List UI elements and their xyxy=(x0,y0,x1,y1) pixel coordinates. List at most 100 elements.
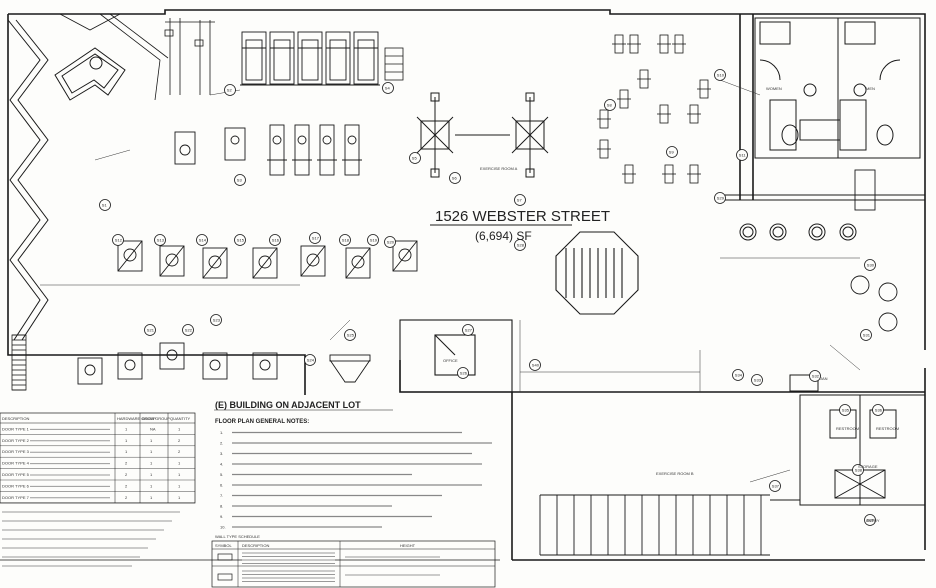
dimension-lines xyxy=(40,257,860,392)
reception-desk xyxy=(54,47,126,101)
tag-bubble xyxy=(860,329,872,341)
note-number: 7. xyxy=(220,493,223,498)
general-notes: FLOOR PLAN GENERAL NOTES: 1.2.3.4.5.6.7.… xyxy=(215,419,492,530)
wall-sched-h1: SYMBOL xyxy=(215,543,232,548)
bench xyxy=(269,124,285,176)
row-door: 1 xyxy=(150,483,153,488)
rack-plate xyxy=(525,168,535,178)
row-hw: 2 xyxy=(125,472,128,477)
tag-bubble xyxy=(732,369,744,381)
janitor-label: JAN xyxy=(820,376,828,381)
cable-machines xyxy=(174,127,246,165)
tag-bubble xyxy=(736,149,748,161)
tag-bubble xyxy=(666,146,678,158)
tag-label: S9 xyxy=(669,150,675,155)
storage-rack xyxy=(329,354,371,383)
machine-seat xyxy=(351,255,365,269)
rack-plate xyxy=(430,168,440,178)
treadmill-belt xyxy=(245,39,263,81)
wall-sched-h3: HEIGHT xyxy=(400,543,416,548)
tag-bubble xyxy=(514,239,526,251)
exercise-room-b xyxy=(789,374,926,506)
wall-schedule-title: WALL TYPE SCHEDULE xyxy=(215,534,260,539)
tag-label: S4 xyxy=(385,86,391,91)
stair-frame xyxy=(11,334,27,391)
tag-bubble xyxy=(367,234,379,246)
note-number: 2. xyxy=(220,441,223,446)
row-hw: 1 xyxy=(125,426,128,431)
round-station xyxy=(839,223,857,241)
machine-seat xyxy=(398,248,412,262)
table-header: DOOR GROUP xyxy=(142,416,170,421)
row-hw: 1 xyxy=(125,438,128,443)
general-notes-heading: FLOOR PLAN GENERAL NOTES: xyxy=(215,419,309,425)
tag-bubble xyxy=(449,172,461,184)
note-number: 3. xyxy=(220,451,223,456)
tag-label: S30 xyxy=(867,263,875,268)
row-desc: DOOR TYPE 7 xyxy=(2,495,30,500)
treadmill-belt xyxy=(329,39,347,81)
small-equipment xyxy=(597,34,711,184)
tag-bubble xyxy=(224,84,236,96)
bench-weight xyxy=(322,135,332,145)
machine-row-lower xyxy=(77,342,278,385)
row-door: 1 xyxy=(150,461,153,466)
tag-bubble xyxy=(864,514,876,526)
treadmill xyxy=(353,31,379,85)
machine-seat xyxy=(165,253,179,267)
row-door: 1 xyxy=(150,495,153,500)
tag-bubble xyxy=(714,192,726,204)
zigzag-wall xyxy=(7,13,169,341)
tag-bubble xyxy=(144,324,156,336)
note-number: 10. xyxy=(220,525,226,530)
office-room xyxy=(399,319,513,393)
note-number: 6. xyxy=(220,483,223,488)
note-number: 1. xyxy=(220,430,223,435)
tag-bubble xyxy=(462,324,474,336)
machine-seat xyxy=(209,359,221,371)
tag-label: S21 xyxy=(147,328,155,333)
tag-label: S27 xyxy=(465,328,473,333)
machine xyxy=(202,352,228,380)
tag-label: S8 xyxy=(607,103,613,108)
weight-machine xyxy=(252,247,278,279)
tag-bubble xyxy=(304,354,316,366)
stairs xyxy=(11,334,27,391)
row-qty: 1 xyxy=(178,472,181,477)
round-inner xyxy=(772,226,784,238)
tag-label: S17 xyxy=(312,236,320,241)
machine xyxy=(159,342,185,370)
row-desc: DOOR TYPE 3 xyxy=(2,449,30,454)
exercise-room-b-label: EXERCISE ROOM B xyxy=(656,471,694,476)
row-desc: DOOR TYPE 6 xyxy=(2,483,30,488)
tag-label: S19 xyxy=(370,238,378,243)
tag-bubble xyxy=(529,359,541,371)
weight-machine xyxy=(392,240,418,272)
machine-arm xyxy=(202,247,228,279)
weight-machine xyxy=(345,247,371,279)
treadmill-belt xyxy=(273,39,291,81)
tag-bubble xyxy=(182,324,194,336)
bench xyxy=(344,124,360,176)
row-desc: DOOR TYPE 2 xyxy=(2,438,30,443)
power-racks xyxy=(416,92,549,178)
tag-bubble xyxy=(839,404,851,416)
tag-label: S11 xyxy=(739,153,747,158)
bench xyxy=(319,124,335,176)
row-qty: 2 xyxy=(178,438,181,443)
round-station xyxy=(769,223,787,241)
row-qty: 1 xyxy=(178,495,181,500)
tag-label: S16 xyxy=(272,238,280,243)
tag-label: S31 xyxy=(863,333,871,338)
round-inner xyxy=(842,226,854,238)
wall-sched-h2: DESCRIPTION xyxy=(242,543,269,548)
tag-label: S38 xyxy=(855,468,863,473)
tag-label: S36 xyxy=(875,408,883,413)
row-desc: DOOR TYPE 1 xyxy=(2,426,30,431)
weight-machine xyxy=(159,245,185,277)
tag-bubble xyxy=(769,480,781,492)
tag-bubble xyxy=(309,232,321,244)
round-inner xyxy=(811,226,823,238)
